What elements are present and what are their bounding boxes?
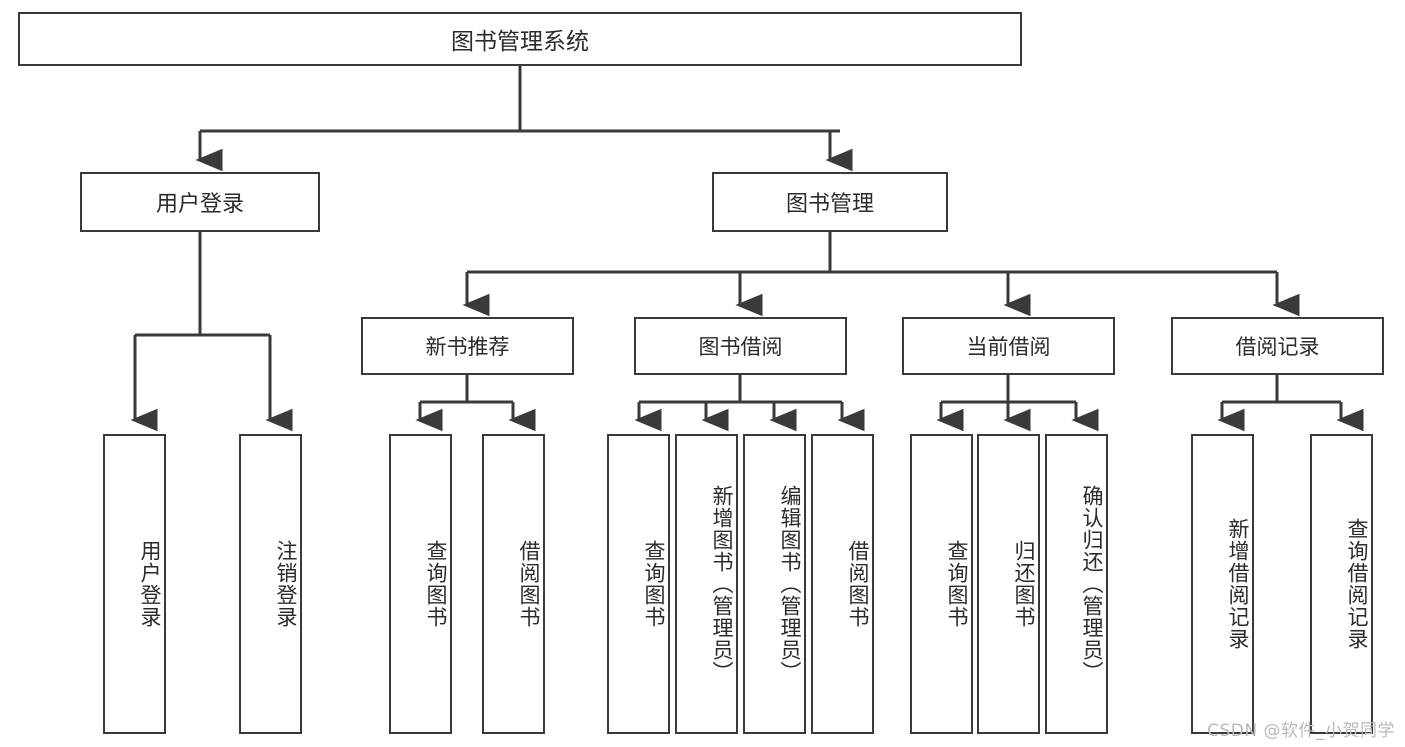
node-label: 新增借阅记录: [1226, 518, 1250, 650]
node-label: 新书推荐: [425, 335, 510, 359]
leaf-book-borrow-edit[interactable]: 编辑图书（管理员）: [743, 434, 806, 734]
node-book-borrow[interactable]: 图书借阅: [634, 317, 847, 375]
leaf-new-book-query[interactable]: 查询图书: [389, 434, 452, 734]
node-user-login[interactable]: 用户登录: [80, 172, 320, 232]
leaf-current-borrow-confirm-return[interactable]: 确认归还（管理员）: [1045, 434, 1108, 734]
node-label: 查询图书: [945, 540, 969, 628]
node-label: 确认归还（管理员）: [1080, 485, 1104, 683]
leaf-borrow-record-add[interactable]: 新增借阅记录: [1191, 434, 1254, 734]
node-label: 查询借阅记录: [1345, 518, 1369, 650]
node-label: 注销登录: [274, 540, 298, 628]
leaf-user-login-login[interactable]: 用户登录: [103, 434, 166, 734]
leaf-borrow-record-query[interactable]: 查询借阅记录: [1310, 434, 1373, 734]
leaf-new-book-borrow[interactable]: 借阅图书: [482, 434, 545, 734]
node-label: 编辑图书（管理员）: [778, 485, 802, 683]
node-root-system[interactable]: 图书管理系统: [18, 12, 1022, 66]
node-new-book-recommend[interactable]: 新书推荐: [361, 317, 574, 375]
node-label: 当前借阅: [966, 335, 1051, 359]
node-label: 借阅图书: [846, 540, 870, 628]
node-label: 查询图书: [642, 540, 666, 628]
leaf-current-borrow-query[interactable]: 查询图书: [910, 434, 973, 734]
node-label: 图书管理: [785, 192, 874, 217]
node-label: 图书借阅: [698, 335, 783, 359]
node-label: 借阅记录: [1235, 335, 1320, 359]
leaf-user-login-logout[interactable]: 注销登录: [239, 434, 302, 734]
node-current-borrow[interactable]: 当前借阅: [902, 317, 1115, 375]
leaf-book-borrow-query[interactable]: 查询图书: [607, 434, 670, 734]
node-label: 借阅图书: [517, 540, 541, 628]
node-label: 图书管理系统: [451, 29, 589, 55]
node-label: 新增图书（管理员）: [710, 485, 734, 683]
node-borrow-record[interactable]: 借阅记录: [1171, 317, 1384, 375]
node-label: 归还图书: [1012, 540, 1036, 628]
node-label: 用户登录: [138, 540, 162, 628]
leaf-book-borrow-add[interactable]: 新增图书（管理员）: [675, 434, 738, 734]
leaf-current-borrow-return[interactable]: 归还图书: [977, 434, 1040, 734]
node-label: 查询图书: [424, 540, 448, 628]
node-label: 用户登录: [155, 192, 244, 217]
node-book-management[interactable]: 图书管理: [712, 172, 948, 232]
watermark-text: CSDN @软件_小贺同学: [1207, 721, 1395, 741]
leaf-book-borrow-borrow[interactable]: 借阅图书: [811, 434, 874, 734]
